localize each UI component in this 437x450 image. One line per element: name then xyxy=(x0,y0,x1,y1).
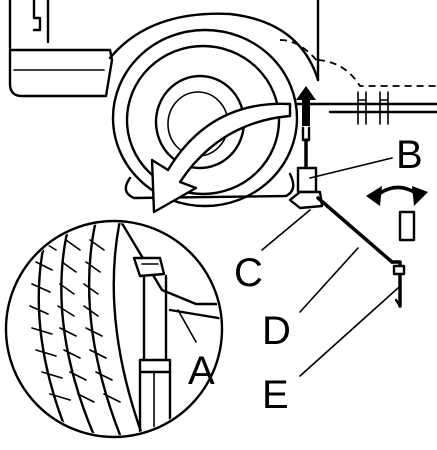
curved-arrow-icon xyxy=(150,102,292,214)
magnified-inset xyxy=(4,219,224,439)
label-c: C xyxy=(234,251,263,295)
callout-leaders xyxy=(177,157,399,377)
label-b: B xyxy=(396,133,423,177)
label-e: E xyxy=(262,373,289,417)
up-arrow-icon xyxy=(296,86,316,126)
leader-c xyxy=(261,209,311,251)
rotate-arrow-icon xyxy=(366,185,428,206)
label-d: D xyxy=(262,309,291,353)
car-jack xyxy=(288,86,416,308)
leader-e xyxy=(299,287,399,377)
leader-b xyxy=(309,157,393,179)
vehicle-body xyxy=(8,0,437,125)
leader-a xyxy=(177,309,197,343)
leader-d xyxy=(299,247,359,313)
label-a: A xyxy=(188,349,215,393)
